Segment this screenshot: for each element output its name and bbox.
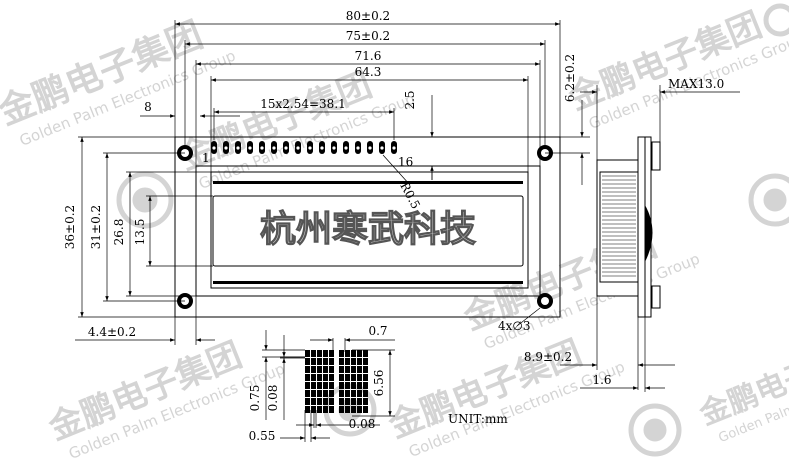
dimension-hole-pitch-x: 75±0.2: [184, 29, 546, 145]
pin: [307, 141, 313, 154]
view-area: [212, 195, 524, 267]
pin: [343, 141, 349, 154]
pin: [331, 141, 337, 154]
pin: [247, 141, 253, 154]
dim-label: 4.4±0.2: [88, 325, 136, 339]
dimension-view-area-height: 26.8: [112, 171, 211, 297]
dimension-hole-top-offset: 6.2±0.2: [545, 54, 590, 185]
dim-label: 4x∅3: [498, 319, 531, 333]
pin: [391, 141, 397, 154]
dim-label: 2.5: [403, 90, 417, 109]
dim-label: 0.08: [266, 385, 280, 412]
bezel-bottom-bar: [213, 281, 523, 284]
dimension-overall-height: 36±0.2: [63, 136, 175, 318]
dimension-module-thickness: MAX13.0: [580, 77, 740, 160]
dimension-hole-pitch-y: 31±0.2: [89, 152, 185, 302]
dimension-dot-size-horizontal: 0.08: [296, 410, 380, 431]
dimension-overall-width: 80±0.2: [174, 9, 561, 137]
pin: [211, 141, 217, 154]
dim-label: 0.08: [349, 417, 376, 431]
pin-first-label: 1: [202, 151, 210, 165]
dim-label: 15x2.54=38.1: [260, 97, 346, 111]
character-cell: [305, 350, 334, 413]
dimension-view-area-width: 64.3: [210, 65, 529, 172]
dim-label: 8: [144, 100, 152, 114]
dimension-char-height: 6.56: [352, 349, 395, 417]
pin-last-label: 16: [398, 155, 413, 169]
dim-label: 13.5: [133, 219, 147, 246]
bezel-top-bar: [213, 181, 523, 184]
pcb-outline: [174, 136, 561, 318]
pin: [319, 141, 325, 154]
dim-label: 31±0.2: [89, 205, 103, 249]
dimension-dot-size-vertical: 0.08: [266, 335, 305, 420]
dimension-bezel-outer-width: 71.6: [195, 49, 541, 166]
dimension-pin1-offset: 8: [140, 100, 240, 118]
dim-label: 36±0.2: [63, 205, 77, 249]
dimension-pcb-thickness: 1.6: [580, 317, 665, 392]
pin: [295, 141, 301, 154]
dim-label: 71.6: [355, 49, 382, 63]
dim-label: 26.8: [112, 219, 126, 246]
pin: [379, 141, 385, 154]
dim-label: 75±0.2: [346, 29, 390, 43]
pin: [355, 141, 361, 154]
dim-label: 8.9±0.2: [524, 350, 572, 364]
pin: [259, 141, 265, 154]
pin: [367, 141, 373, 154]
pin-header: [211, 141, 397, 154]
dimension-dot-pitch-vertical: 0.75: [248, 330, 305, 420]
dimension-top-offset: 2.5: [398, 90, 440, 180]
dim-label: 6.2±0.2: [563, 54, 577, 102]
dimension-pin-pitch: 15x2.54=38.1: [213, 97, 395, 140]
bezel-frame: [195, 165, 541, 297]
unit-label: UNIT:mm: [448, 412, 508, 426]
pin: [283, 141, 289, 154]
character-detail: [305, 350, 368, 413]
dimension-dot-pitch-horizontal: 0.55: [249, 410, 330, 443]
dim-label: 0.75: [248, 385, 262, 412]
dimension-hole-size: 4x∅3: [498, 307, 541, 333]
pin: [271, 141, 277, 154]
dimension-dot-spacing: 0.7: [310, 324, 395, 352]
bezel-inner-frame: [210, 171, 529, 289]
dim-label: 64.3: [355, 65, 382, 79]
center-watermark-text: 杭州寒武科技: [260, 208, 476, 250]
dimension-bezel-height: 8.9±0.2: [524, 296, 675, 390]
pin: [235, 141, 241, 154]
dim-label: MAX13.0: [668, 77, 724, 91]
pin: [223, 141, 229, 154]
dim-label: 1.6: [592, 373, 611, 387]
dimension-char-area-height: 13.5: [133, 195, 213, 267]
character-cell: [339, 350, 368, 413]
dim-label: 0.7: [368, 324, 387, 338]
dim-label: 0.55: [249, 429, 276, 443]
side-view: [596, 136, 661, 318]
dim-label: 80±0.2: [346, 9, 390, 23]
dim-label: 6.56: [372, 370, 386, 397]
dimension-left-offset: 4.4±0.2: [75, 296, 215, 345]
